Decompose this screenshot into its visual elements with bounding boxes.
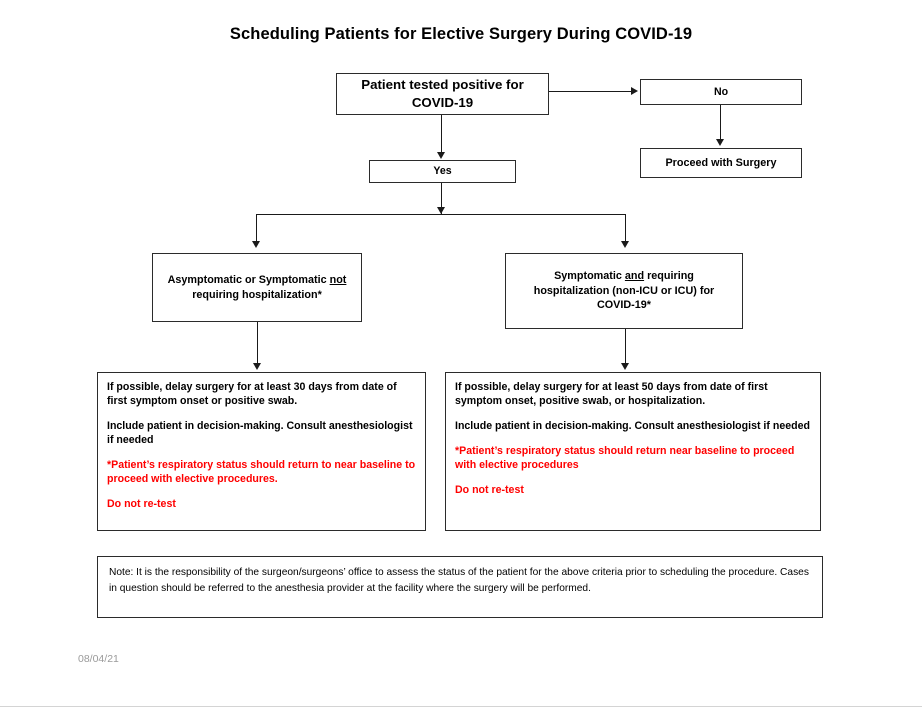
detail-right-paragraph-4: Do not re-test <box>455 484 524 497</box>
node-patient-tested-positive-label: Patient tested positive for COVID-19 <box>361 77 524 110</box>
node-asymptomatic-not-hospitalized: Asymptomatic or Symptomatic not requirin… <box>152 253 362 322</box>
arrow-down-icon <box>621 241 629 248</box>
page-bottom-divider <box>0 706 922 707</box>
page-title: Scheduling Patients for Elective Surgery… <box>229 25 693 43</box>
detail-left-content: If possible, delay surgery for at least … <box>98 373 425 517</box>
node-symptomatic-hospitalized-label: Symptomatic and requiring hospitalizatio… <box>506 269 742 312</box>
asympt-line1-underlined: not <box>329 274 347 287</box>
connector-split-right <box>625 214 627 242</box>
detail-left-paragraph-2: Include patient in decision-making. Cons… <box>107 420 413 447</box>
note-text: Note: It is the responsibility of the su… <box>109 567 809 594</box>
arrow-down-icon <box>252 241 260 248</box>
detail-left-paragraph-1: If possible, delay surgery for at least … <box>107 381 397 408</box>
connector-symptomatic-to-detail <box>625 329 627 364</box>
node-proceed-with-surgery-label: Proceed with Surgery <box>665 156 777 169</box>
sympt-line2: hospitalization (non-ICU or ICU) for <box>533 284 715 297</box>
sympt-line1-post: requiring <box>644 270 694 283</box>
detail-right-paragraph-3: *Patient’s respiratory status should ret… <box>455 445 795 472</box>
connector-split-left <box>256 214 258 242</box>
connector-root-to-yes <box>441 115 443 153</box>
arrow-right-icon <box>631 87 638 95</box>
detail-left-paragraph-3: *Patient’s respiratory status should ret… <box>107 459 416 486</box>
date-stamp: 08/04/21 <box>78 653 119 665</box>
node-no: No <box>640 79 802 105</box>
node-detail-non-hospitalized: If possible, delay surgery for at least … <box>97 372 426 531</box>
arrow-down-icon <box>253 363 261 370</box>
detail-right-content: If possible, delay surgery for at least … <box>446 373 820 502</box>
sympt-line1-pre: Symptomatic <box>554 270 625 283</box>
node-no-label: No <box>713 85 729 98</box>
connector-no-to-proceed <box>720 105 722 140</box>
node-yes: Yes <box>369 160 516 183</box>
connector-yes-to-split <box>441 183 443 215</box>
node-detail-hospitalized: If possible, delay surgery for at least … <box>445 372 821 531</box>
node-patient-tested-positive: Patient tested positive for COVID-19 <box>336 73 549 115</box>
connector-root-to-no <box>549 91 631 93</box>
connector-asymptomatic-to-detail <box>257 322 259 364</box>
connector-split-bar <box>256 214 626 216</box>
node-asymptomatic-not-hospitalized-label: Asymptomatic or Symptomatic not requirin… <box>153 273 361 302</box>
asympt-line2: requiring hospitalization* <box>192 288 322 301</box>
sympt-line1-underlined: and <box>624 270 645 283</box>
node-symptomatic-hospitalized: Symptomatic and requiring hospitalizatio… <box>505 253 743 329</box>
node-yes-label: Yes <box>433 165 452 178</box>
sympt-line3: COVID-19* <box>596 299 651 312</box>
arrow-down-icon <box>437 152 445 159</box>
detail-right-paragraph-2: Include patient in decision-making. Cons… <box>455 420 810 433</box>
node-proceed-with-surgery: Proceed with Surgery <box>640 148 802 178</box>
arrow-down-icon <box>437 207 445 214</box>
detail-left-paragraph-4: Do not re-test <box>107 498 176 511</box>
note-box-content: Note: It is the responsibility of the su… <box>98 557 822 605</box>
asympt-line1-pre: Asymptomatic or Symptomatic <box>167 274 330 287</box>
arrow-down-icon <box>621 363 629 370</box>
arrow-down-icon <box>716 139 724 146</box>
detail-right-paragraph-1: If possible, delay surgery for at least … <box>455 381 768 408</box>
note-box: Note: It is the responsibility of the su… <box>97 556 823 618</box>
